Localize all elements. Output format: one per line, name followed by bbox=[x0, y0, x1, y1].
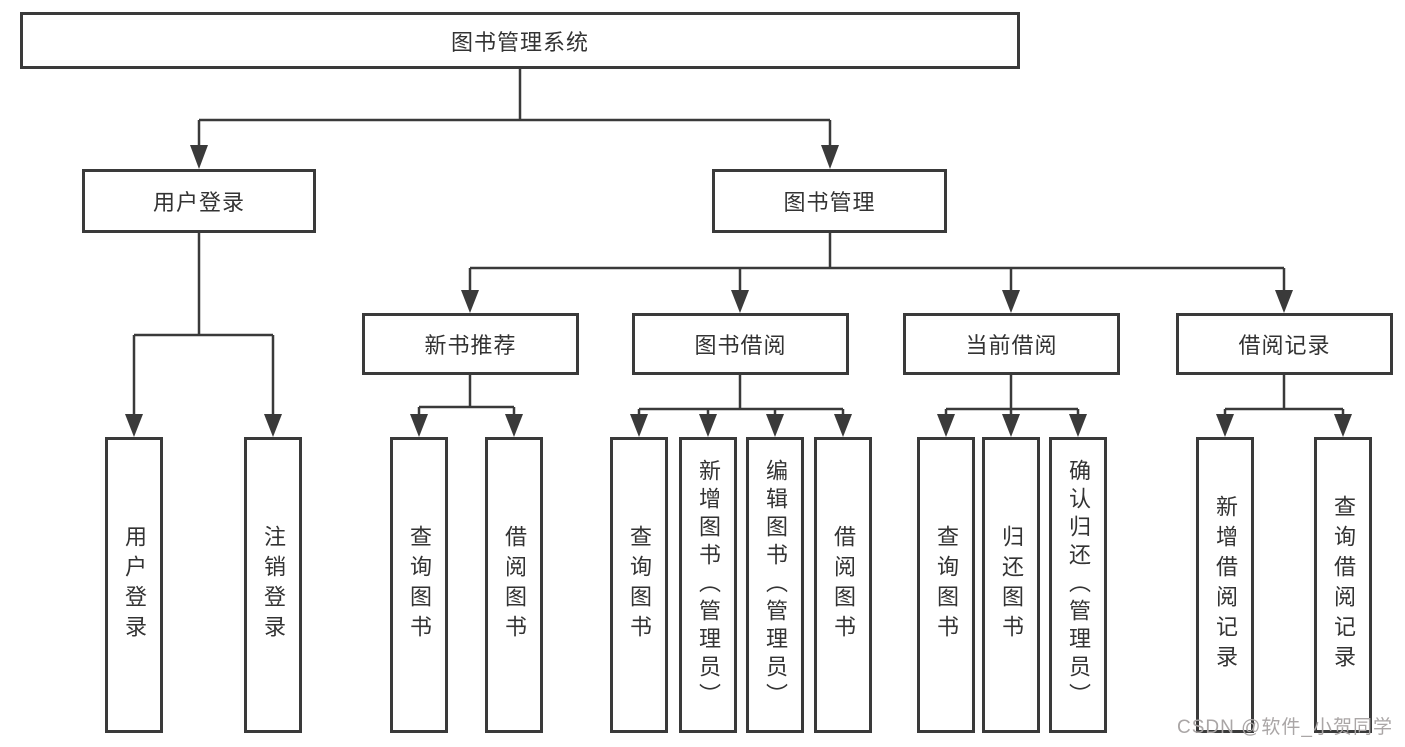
leaf-borrow-book-recommend: 借阅图书 bbox=[485, 437, 543, 733]
leaf-logout-login: 注销登录 bbox=[244, 437, 302, 733]
node-label: 当前借阅 bbox=[965, 333, 1058, 358]
node-current-borrow: 当前借阅 bbox=[903, 313, 1120, 375]
leaf-query-borrow-record: 查询借阅记录 bbox=[1314, 437, 1372, 733]
leaf-add-book-admin: 新增图书（管理员） bbox=[679, 437, 737, 733]
leaf-confirm-return-admin: 确认归还（管理员） bbox=[1049, 437, 1107, 733]
node-label: 借阅记录 bbox=[1238, 333, 1331, 358]
leaf-return-book: 归还图书 bbox=[982, 437, 1040, 733]
node-label: 图书借阅 bbox=[694, 333, 787, 358]
node-label: 用户登录 bbox=[152, 190, 245, 215]
node-book-management: 图书管理 bbox=[712, 169, 947, 233]
leaf-query-book-current: 查询图书 bbox=[917, 437, 975, 733]
node-label: 图书管理 bbox=[783, 190, 876, 215]
node-root-library-system: 图书管理系统 bbox=[20, 12, 1020, 69]
leaf-user-login: 用户登录 bbox=[105, 437, 163, 733]
csdn-watermark: CSDN @软件_小贺同学 bbox=[1177, 717, 1393, 738]
leaf-query-book-recommend: 查询图书 bbox=[390, 437, 448, 733]
node-new-book-recommend: 新书推荐 bbox=[362, 313, 579, 375]
leaf-query-book-borrow: 查询图书 bbox=[610, 437, 668, 733]
leaf-edit-book-admin: 编辑图书（管理员） bbox=[746, 437, 804, 733]
node-book-borrow: 图书借阅 bbox=[632, 313, 849, 375]
node-label: 新书推荐 bbox=[424, 333, 517, 358]
leaf-add-borrow-record: 新增借阅记录 bbox=[1196, 437, 1254, 733]
arrowheads bbox=[125, 145, 1352, 437]
node-user-login: 用户登录 bbox=[82, 169, 316, 233]
leaf-borrow-book: 借阅图书 bbox=[814, 437, 872, 733]
node-label: 图书管理系统 bbox=[450, 29, 589, 55]
node-borrow-records: 借阅记录 bbox=[1176, 313, 1393, 375]
